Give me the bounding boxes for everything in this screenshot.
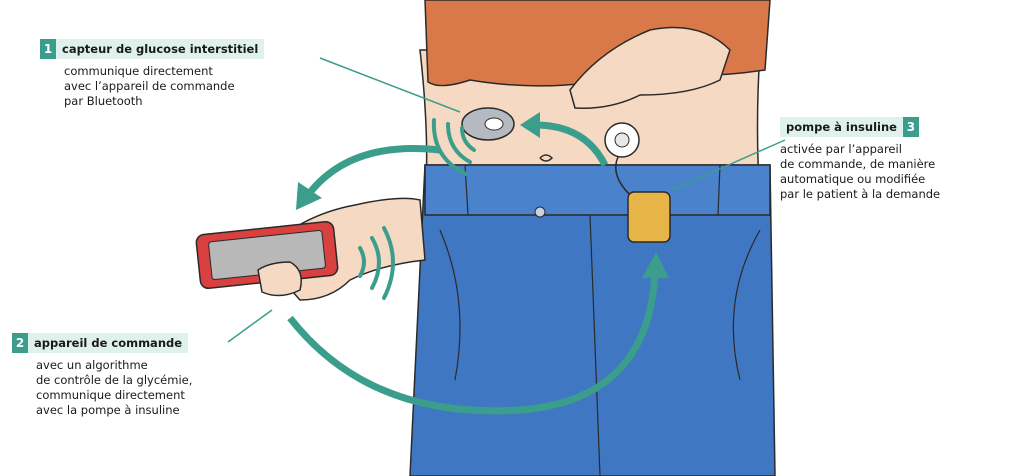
fingers — [258, 262, 301, 296]
callout-title: pompe à insuline — [780, 117, 903, 137]
callout-header: 1 capteur de glucose interstitiel — [40, 38, 264, 60]
leader-line-2 — [228, 310, 272, 342]
callout-description: activée par l’appareil de commande, de m… — [780, 142, 940, 202]
callout-title: capteur de glucose interstitiel — [56, 39, 264, 59]
callout-header: 2 appareil de commande — [12, 332, 192, 354]
callout-pump: pompe à insuline 3 activée par l’apparei… — [780, 116, 940, 202]
callout-title: appareil de commande — [28, 333, 188, 353]
callout-sensor: 1 capteur de glucose interstitiel commun… — [40, 38, 264, 109]
callout-description: communique directement avec l’appareil d… — [64, 64, 264, 109]
callout-header: pompe à insuline 3 — [780, 116, 940, 138]
glucose-sensor — [462, 108, 514, 140]
jeans-button — [535, 207, 545, 217]
arrow-sensor-to-controller — [308, 148, 440, 195]
callout-number: 1 — [40, 39, 56, 59]
callout-number: 2 — [12, 333, 28, 353]
callout-controller: 2 appareil de commande avec un algorithm… — [12, 332, 192, 418]
callout-description: avec un algorithme de contrôle de la gly… — [36, 358, 192, 418]
insulin-pump — [628, 192, 670, 242]
callout-number: 3 — [903, 117, 919, 137]
